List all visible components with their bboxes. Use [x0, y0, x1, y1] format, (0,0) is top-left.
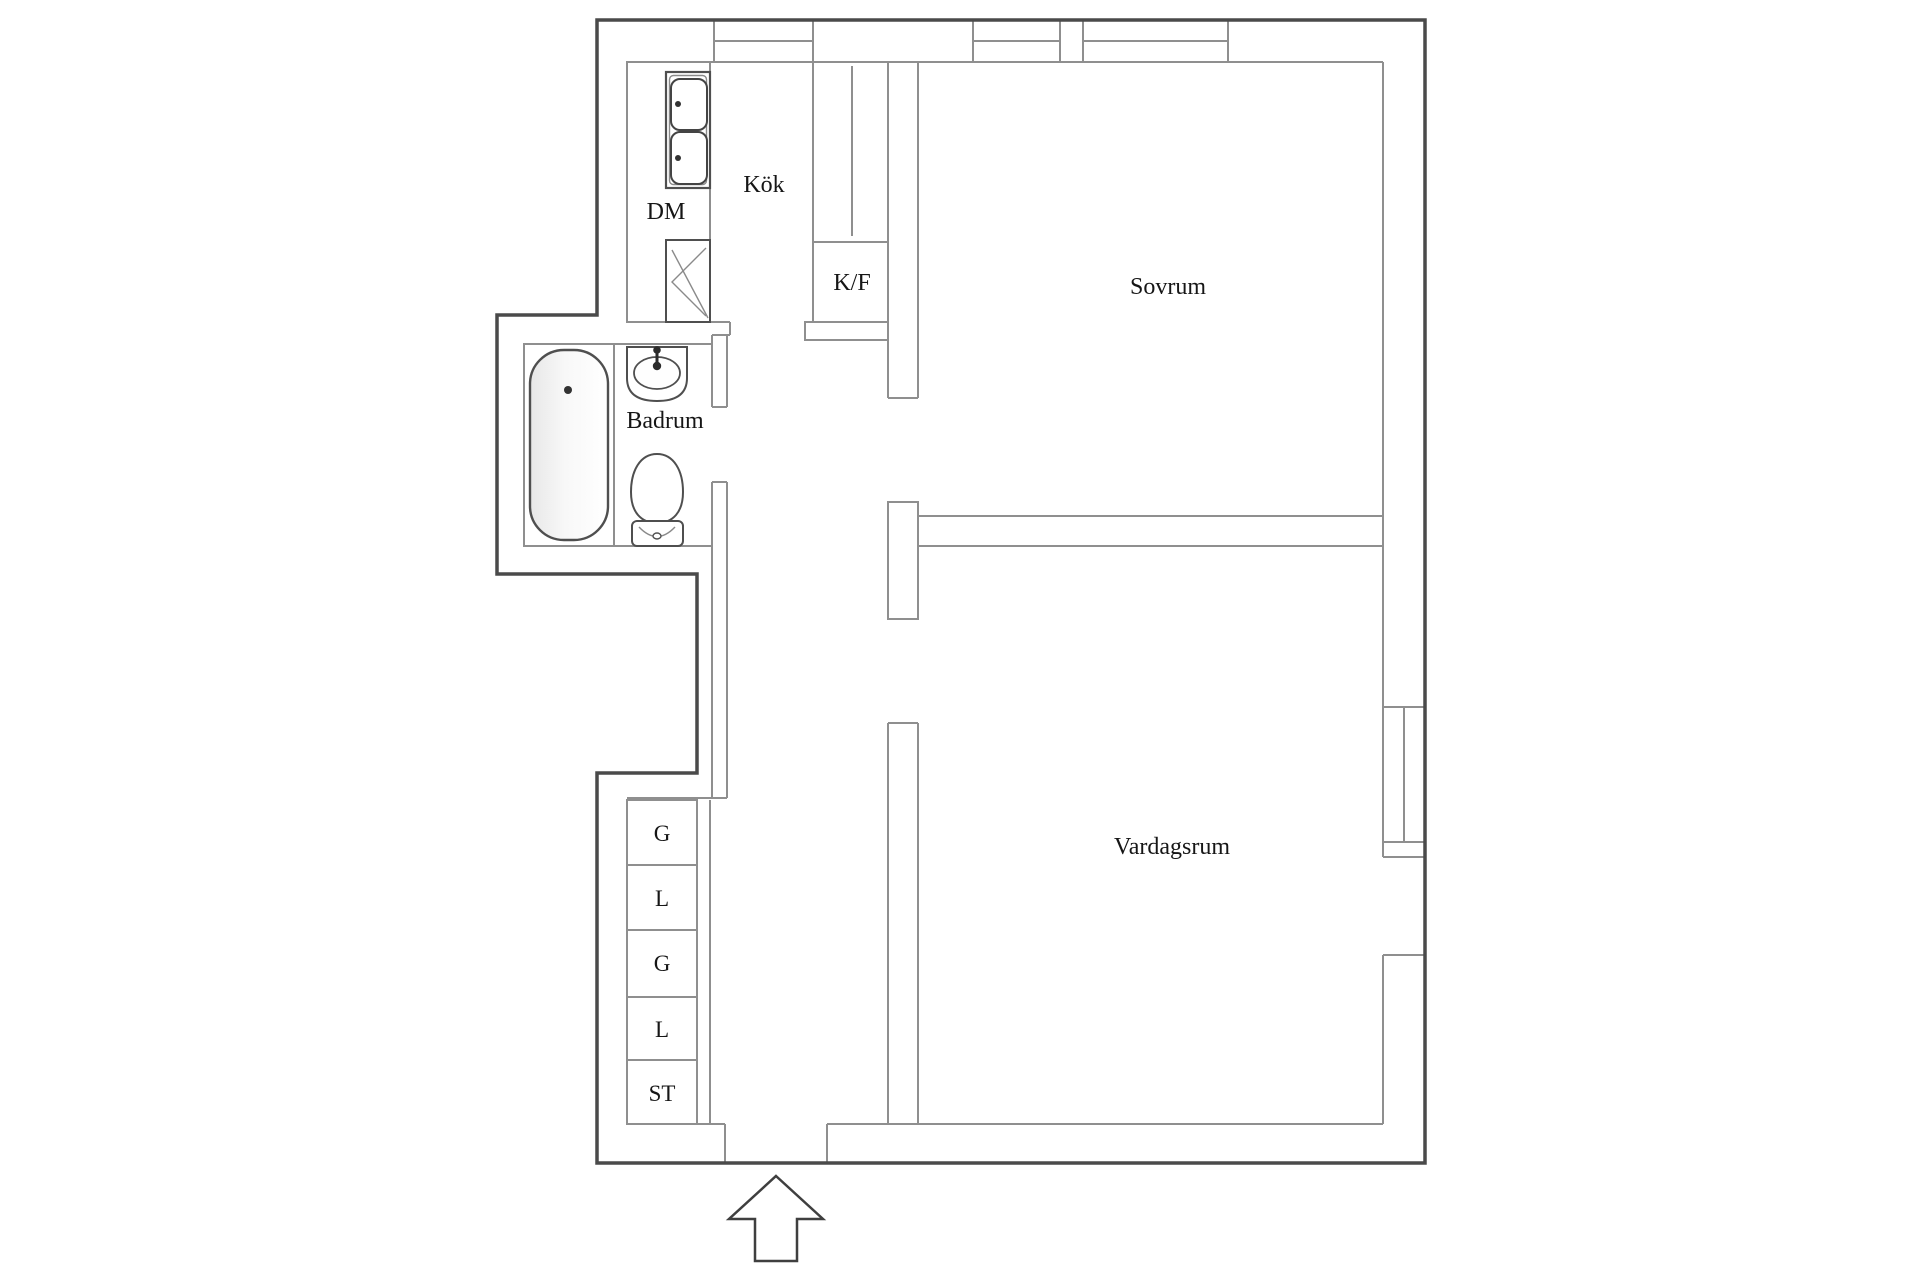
bathtub-cell — [523, 343, 615, 547]
bathtub-icon — [528, 348, 610, 542]
fridge-freezer-plinth — [804, 321, 889, 341]
closet-label-3: G — [654, 951, 671, 976]
stove-icon — [665, 239, 711, 323]
room-label-living-room: Vardagsrum — [1114, 834, 1230, 860]
kitchen-sink-icon — [664, 70, 712, 190]
room-label-kitchen: Kök — [743, 172, 784, 198]
dishwasher-label: DM — [647, 199, 686, 225]
interior-walls — [614, 21, 1424, 1162]
closet-label-5: ST — [649, 1081, 676, 1106]
closet-label-2: L — [655, 886, 669, 911]
closet-label-1: G — [654, 821, 671, 846]
exterior-wall-outline — [495, 18, 1427, 1165]
room-label-bedroom: Sovrum — [1130, 274, 1206, 300]
closet-column — [626, 799, 698, 1125]
fridge-freezer-label: K/F — [833, 270, 870, 296]
tall-cabinet — [812, 61, 889, 243]
closet-label-4: L — [655, 1017, 669, 1042]
window-icon — [972, 21, 1061, 62]
window-icon — [1082, 21, 1229, 62]
bathroom-sink-icon — [626, 346, 688, 403]
bathroom-fixtures — [523, 343, 688, 547]
toilet-icon — [629, 452, 685, 547]
window-icon — [1383, 706, 1424, 956]
kitchen-fixtures — [626, 61, 889, 341]
window-icon — [713, 21, 814, 62]
entrance-arrow-icon — [725, 1174, 827, 1263]
room-label-bathroom: Badrum — [626, 408, 704, 434]
